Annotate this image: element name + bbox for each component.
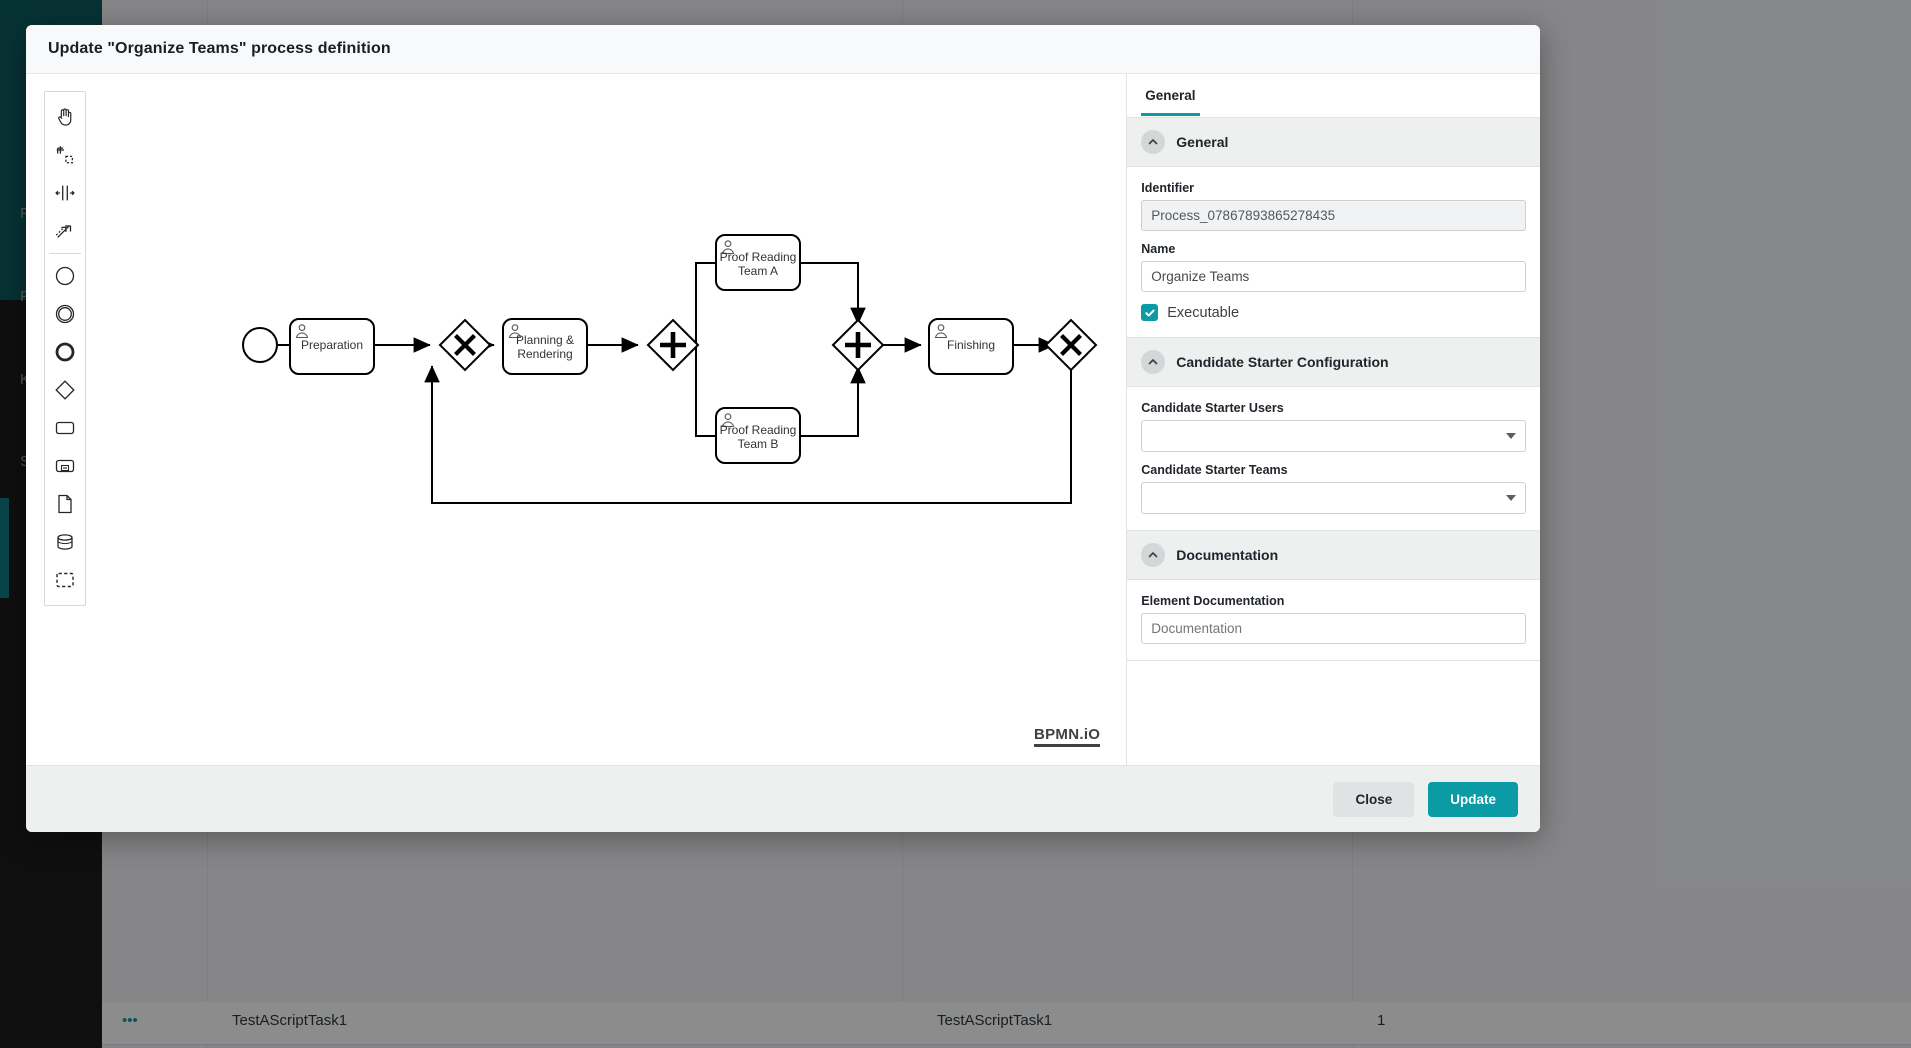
gateway-icon[interactable] xyxy=(46,371,84,409)
element-documentation-label: Element Documentation xyxy=(1141,594,1285,608)
executable-label: Executable xyxy=(1167,304,1240,321)
element-documentation-input[interactable] xyxy=(1141,613,1526,644)
task-label: Finishing xyxy=(947,338,995,352)
name-label: Name xyxy=(1141,242,1176,256)
task-label-line1: Proof Reading xyxy=(720,423,797,437)
close-button[interactable]: Close xyxy=(1333,781,1415,817)
bpmn-canvas[interactable]: Preparation Planning & Rendering xyxy=(26,74,1127,765)
task-icon[interactable] xyxy=(46,409,84,447)
modal-title: Update "Organize Teams" process definiti… xyxy=(48,40,391,57)
bpmn-task-proof-reading-team-a[interactable]: Proof Reading Team A xyxy=(715,234,801,291)
background-nav-item[interactable]: F xyxy=(20,288,30,305)
candidate-starter-teams-select[interactable] xyxy=(1141,482,1526,514)
data-store-icon[interactable] xyxy=(46,523,84,561)
table-row[interactable]: ••• TestAScriptTask1 TestAScriptTask1 1 xyxy=(102,1002,1911,1045)
bpmn-parallel-gateway-join[interactable] xyxy=(831,318,885,372)
group-header-documentation[interactable]: Documentation xyxy=(1127,531,1540,580)
candidate-starter-teams-label: Candidate Starter Teams xyxy=(1141,463,1288,477)
background-nav-item[interactable]: S xyxy=(20,453,31,470)
task-label: Preparation xyxy=(301,338,363,352)
name-input[interactable] xyxy=(1141,261,1526,292)
subprocess-icon[interactable] xyxy=(46,447,84,485)
group-header-candidate-starter-configuration[interactable]: Candidate Starter Configuration xyxy=(1127,338,1540,387)
user-task-icon xyxy=(508,324,522,339)
start-event-icon[interactable] xyxy=(46,257,84,295)
connect-tool-icon[interactable] xyxy=(46,212,84,250)
bpmn-task-proof-reading-team-b[interactable]: Proof Reading Team B xyxy=(715,407,801,464)
task-label-line2: Rendering xyxy=(517,347,572,361)
user-task-icon xyxy=(934,324,948,339)
task-label-line1: Planning & xyxy=(516,333,574,347)
group-body-general: Identifier Name Executable xyxy=(1127,167,1540,338)
update-button[interactable]: Update xyxy=(1428,781,1518,817)
executable-checkbox[interactable] xyxy=(1141,304,1159,321)
chevron-down-icon[interactable] xyxy=(1506,433,1516,439)
bpmn-task-preparation[interactable]: Preparation xyxy=(289,318,375,375)
group-header-general[interactable]: General xyxy=(1127,118,1540,167)
bpmn-exclusive-gateway-split[interactable] xyxy=(438,318,492,372)
background-nav-item[interactable]: K xyxy=(20,371,31,388)
identifier-input[interactable] xyxy=(1141,200,1526,231)
data-object-icon[interactable] xyxy=(46,485,84,523)
bpmn-exclusive-gateway-join[interactable] xyxy=(1044,318,1098,372)
background-sidebar-active-indicator xyxy=(0,498,9,598)
identifier-label: Identifier xyxy=(1141,181,1195,195)
row-cell-version: 1 xyxy=(1377,1012,1386,1029)
bpmn-start-event[interactable] xyxy=(242,327,278,363)
user-task-icon xyxy=(295,324,309,339)
bpmn-diagram[interactable]: Preparation Planning & Rendering xyxy=(26,74,1126,765)
row-menu-icon[interactable]: ••• xyxy=(122,1012,138,1029)
modal-header: Update "Organize Teams" process definiti… xyxy=(26,25,1540,74)
group-icon[interactable] xyxy=(46,561,84,599)
hand-tool-icon[interactable] xyxy=(46,98,84,136)
bpmn-io-watermark[interactable]: BPMN.iO xyxy=(1033,726,1101,747)
chevron-up-icon[interactable] xyxy=(1141,350,1166,374)
task-label-line2: Team B xyxy=(738,437,779,451)
space-tool-icon[interactable] xyxy=(46,174,84,212)
candidate-starter-users-label: Candidate Starter Users xyxy=(1141,401,1284,415)
bpmn-task-finishing[interactable]: Finishing xyxy=(928,318,1014,375)
user-task-icon xyxy=(721,240,735,255)
chevron-up-icon[interactable] xyxy=(1141,543,1166,567)
row-cell-key: TestAScriptTask1 xyxy=(937,1012,1053,1029)
row-cell-name: TestAScriptTask1 xyxy=(232,1012,348,1029)
modal-footer: Close Update xyxy=(26,765,1540,832)
group-title: General xyxy=(1176,134,1229,150)
executable-row[interactable]: Executable xyxy=(1141,304,1526,321)
properties-panel: General General Identifier Name xyxy=(1126,74,1540,765)
bpmn-task-planning-rendering[interactable]: Planning & Rendering xyxy=(502,318,588,375)
lasso-tool-icon[interactable] xyxy=(46,136,84,174)
properties-scroll-area[interactable]: General Identifier Name Executable xyxy=(1127,118,1540,765)
properties-tabs: General xyxy=(1127,74,1540,118)
palette-divider xyxy=(49,253,81,254)
update-process-definition-modal: Update "Organize Teams" process definiti… xyxy=(26,25,1540,832)
bpmn-palette xyxy=(44,91,86,606)
group-body-candidate-starter: Candidate Starter Users Candidate Starte… xyxy=(1127,387,1540,531)
candidate-starter-users-select[interactable] xyxy=(1141,420,1526,452)
end-event-icon[interactable] xyxy=(46,333,84,371)
chevron-up-icon[interactable] xyxy=(1141,130,1166,154)
tab-general[interactable]: General xyxy=(1141,88,1200,116)
group-title: Candidate Starter Configuration xyxy=(1176,354,1389,370)
task-label-line1: Proof Reading xyxy=(720,250,797,264)
group-body-documentation: Element Documentation xyxy=(1127,580,1540,661)
modal-body: Preparation Planning & Rendering xyxy=(26,74,1540,765)
user-task-icon xyxy=(721,413,735,428)
bpmn-parallel-gateway-split[interactable] xyxy=(646,318,700,372)
group-title: Documentation xyxy=(1176,547,1279,563)
chevron-down-icon[interactable] xyxy=(1506,495,1516,501)
task-label-line2: Team A xyxy=(738,264,778,278)
intermediate-event-icon[interactable] xyxy=(46,295,84,333)
sequence-flows xyxy=(275,255,1072,504)
